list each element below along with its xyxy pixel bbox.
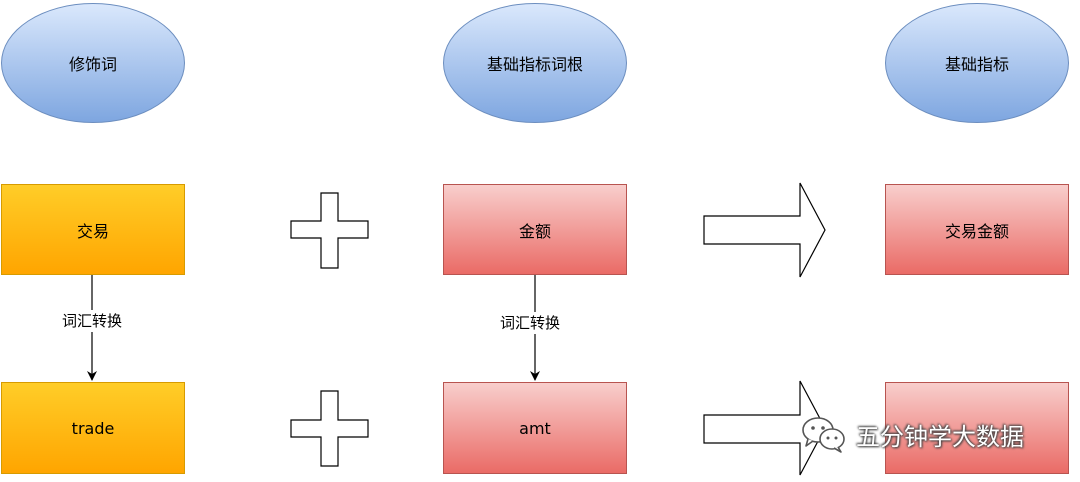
base-root-label: 基础指标词根 bbox=[486, 55, 583, 74]
plus-sign-bottom bbox=[290, 390, 369, 467]
trade-cn-label: 交易 bbox=[76, 221, 109, 241]
trade-amount-cn-label: 交易金额 bbox=[944, 221, 1009, 241]
base-root-ellipse: 基础指标词根 bbox=[443, 3, 627, 123]
modifier-ellipse: 修饰词 bbox=[1, 3, 185, 123]
base-metric-label: 基础指标 bbox=[944, 55, 1009, 74]
amount-cn-box: 金额 bbox=[443, 184, 627, 275]
modifier-label: 修饰词 bbox=[68, 55, 117, 74]
result-arrow-bottom bbox=[703, 380, 826, 476]
trade-cn-box: 交易 bbox=[1, 184, 185, 275]
watermark-text: 五分钟学大数据 bbox=[856, 422, 1024, 451]
base-metric-ellipse: 基础指标 bbox=[885, 3, 1069, 123]
trade-amount-en-box bbox=[885, 382, 1069, 474]
plus-sign-top bbox=[290, 192, 369, 269]
trade-conversion-label: 词汇转换 bbox=[60, 310, 125, 332]
trade-en-label: trade bbox=[71, 418, 115, 438]
watermark: 五分钟学大数据 bbox=[800, 414, 1024, 454]
result-arrow-top bbox=[703, 182, 826, 278]
trade-en-box: trade bbox=[1, 382, 185, 474]
wechat-icon bbox=[802, 417, 845, 453]
amount-en-label: amt bbox=[519, 418, 551, 438]
amount-en-box: amt bbox=[443, 382, 627, 474]
trade-amount-cn-box: 交易金额 bbox=[885, 184, 1069, 275]
amount-conversion-label: 词汇转换 bbox=[498, 312, 563, 334]
amount-cn-label: 金额 bbox=[518, 221, 551, 241]
